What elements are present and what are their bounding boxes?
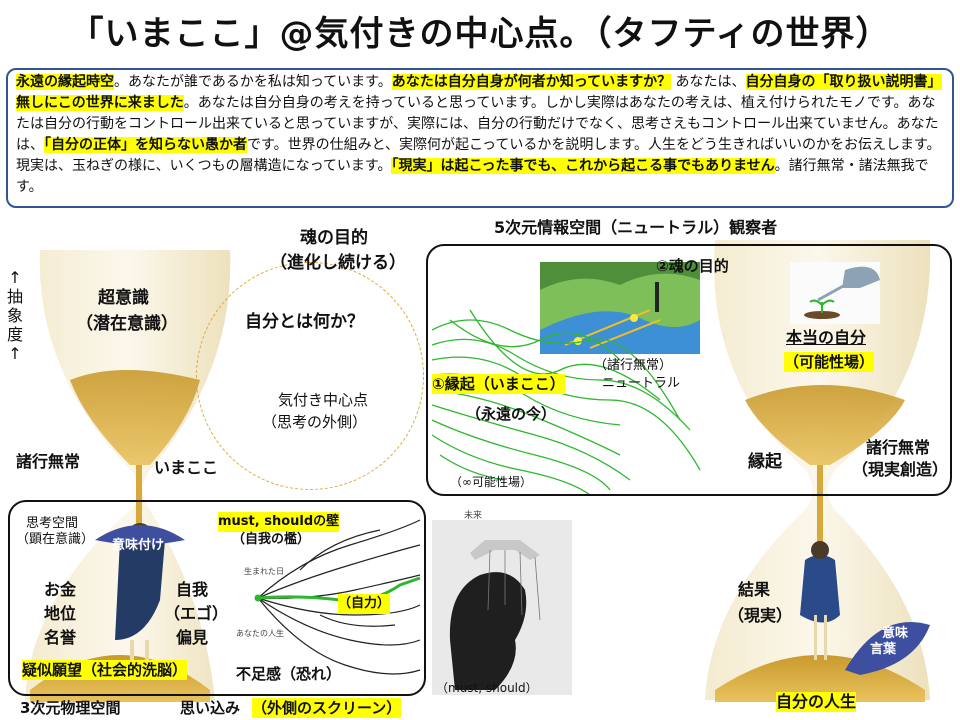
reality-label: （現実） (728, 606, 793, 625)
soul-purpose-label: 魂の目的 (300, 228, 368, 248)
intro-text-4: あなたは、 (671, 74, 746, 90)
landscape-hills (540, 262, 700, 290)
awareness-point-sub: （思考の外側） (262, 413, 368, 431)
page-title: 「いまここ」@気付きの中心点。（タフティの世界） (69, 14, 891, 54)
right-hourglass-top-sand (745, 385, 905, 465)
right-sand-stream (817, 465, 823, 615)
ego-cage-label: （自我の檻） (232, 532, 311, 547)
abstraction-axis-label: ↑抽象度↑ (6, 268, 23, 363)
right-girl-dress (800, 555, 840, 623)
intro-text-8: です。世界の仕組みと、実際何が起こっているかを説明します。人生をどう生きればいい… (16, 137, 941, 174)
engi-right-label: 縁起 (748, 452, 782, 472)
puppet-strings (487, 549, 541, 621)
intro-highlight-9: 「現実」は起こった事でも、これから起こる事でもありません (391, 158, 775, 174)
result-label: 結果 (738, 580, 771, 599)
eternal-now-label: （永遠の今） (466, 405, 557, 423)
must-wall-label: must, shouldの壁 (218, 512, 340, 532)
meaning-making-label: 意味付け (112, 538, 165, 553)
left-hourglass-top-sand (70, 370, 200, 465)
five-dim-heading: 5次元情報空間（ニュートラル）観察者 (494, 218, 778, 237)
sprout-icon (809, 299, 835, 313)
ego-sub-label: （エゴ） (164, 604, 229, 623)
right-girl-head (811, 541, 829, 559)
soul-purpose-sub: （進化し続ける） (270, 253, 406, 273)
pseudo-desire-label: 疑似願望（社会的洗脳） (22, 660, 188, 680)
intro-highlight-3: あなたは自分自身が何者か知っていますか？ (391, 74, 672, 90)
intro-textbox: 永遠の縁起時空。あなたが誰であるかを私は知っています。あなたは自分自身が何者か知… (6, 68, 954, 208)
soil-mound (804, 311, 840, 319)
prejudice-label: 偏見 (176, 628, 209, 647)
imakoko-label: いまここ (154, 458, 219, 477)
left-girl-dress (115, 532, 165, 640)
neutral-label-2: ニュートラル (602, 376, 681, 391)
own-power-label: （自力） (338, 594, 391, 614)
true-self-label: 本当の自分 (786, 328, 867, 347)
reality-creation-label: （現実創造） (852, 460, 949, 479)
intro-text-6: 。あなたは自分自身の考えを持っていると思っています。しかし実際はあなたの考えは、… (16, 95, 939, 153)
intro-highlight-1: 永遠の縁起時空 (16, 74, 114, 90)
left-umbrella (95, 525, 185, 545)
thought-space-label: 思考空間 (26, 516, 79, 531)
assumption-label: 思い込み (180, 699, 241, 717)
right-girl-legs-2 (824, 615, 827, 660)
lack-fear-label: 不足感（恐れ） (236, 665, 342, 683)
subconscious-label: （潜在意識） (76, 314, 178, 334)
path-marker-2 (630, 314, 638, 322)
landscape-figure (655, 282, 659, 312)
five-dim-frame (426, 244, 952, 496)
shogyo-left-label: 諸行無常 (16, 452, 81, 471)
life-branches (257, 519, 421, 675)
infinity-field-label: （∞可能性場） (450, 475, 532, 489)
path-arrow-2 (589, 319, 661, 349)
watering-can-spout (817, 283, 846, 302)
right-umbrella (845, 622, 930, 675)
left-hourglass-glass (25, 250, 231, 700)
awareness-point-label: 気付き中心点 (278, 391, 369, 409)
possibility-field-label: （可能性場） (784, 352, 875, 372)
intro-highlight-7: 「自分の正体」を知らない愚か者 (44, 137, 247, 153)
soul-purpose-2-label: ②魂の目的 (656, 257, 729, 275)
right-girl-legs (814, 615, 817, 660)
head-silhouette (449, 572, 527, 690)
watering-can-icon (842, 266, 880, 288)
birth-point (254, 594, 262, 602)
your-life-label: あなたの人生 (236, 629, 284, 638)
outer-screen-label: （外側のスクリーン） (252, 698, 402, 718)
physical-space-label: 3次元物理空間 (20, 699, 121, 717)
engi-imakoko-label: ①縁起（いまここ） (432, 374, 565, 394)
hourglass-illustration (25, 240, 931, 702)
umbrella-label-1: 意味 (882, 626, 909, 641)
money-label: お金 (44, 580, 77, 599)
awareness-circle (196, 262, 424, 490)
birth-day-label: 生まれた日 (244, 567, 284, 576)
shogyo-right-label: 諸行無常 (866, 438, 931, 457)
left-sand-stream (136, 465, 142, 525)
three-dim-frame (8, 500, 426, 696)
intro-text-2: 。あなたが誰であるかを私は知っています。 (114, 74, 392, 90)
superconscious-label: 超意識 (98, 288, 149, 308)
umbrella-label-2: 言葉 (870, 642, 897, 657)
my-life-label: 自分の人生 (776, 692, 857, 712)
future-label-top: 未来 (464, 511, 483, 521)
status-label: 地位 (44, 604, 77, 623)
intro-text-10: 。諸行無常・諸法無我です。 (16, 158, 929, 195)
ego-label: 自我 (176, 580, 209, 599)
explicit-consciousness-label: （顕在意識） (16, 532, 95, 547)
fame-label: 名誉 (44, 628, 77, 647)
must-should-label: （must, should） (436, 681, 538, 695)
neutral-label-1: （諸行無常） (594, 358, 673, 373)
who-am-i-label: 自分とは何か？ (245, 312, 364, 332)
